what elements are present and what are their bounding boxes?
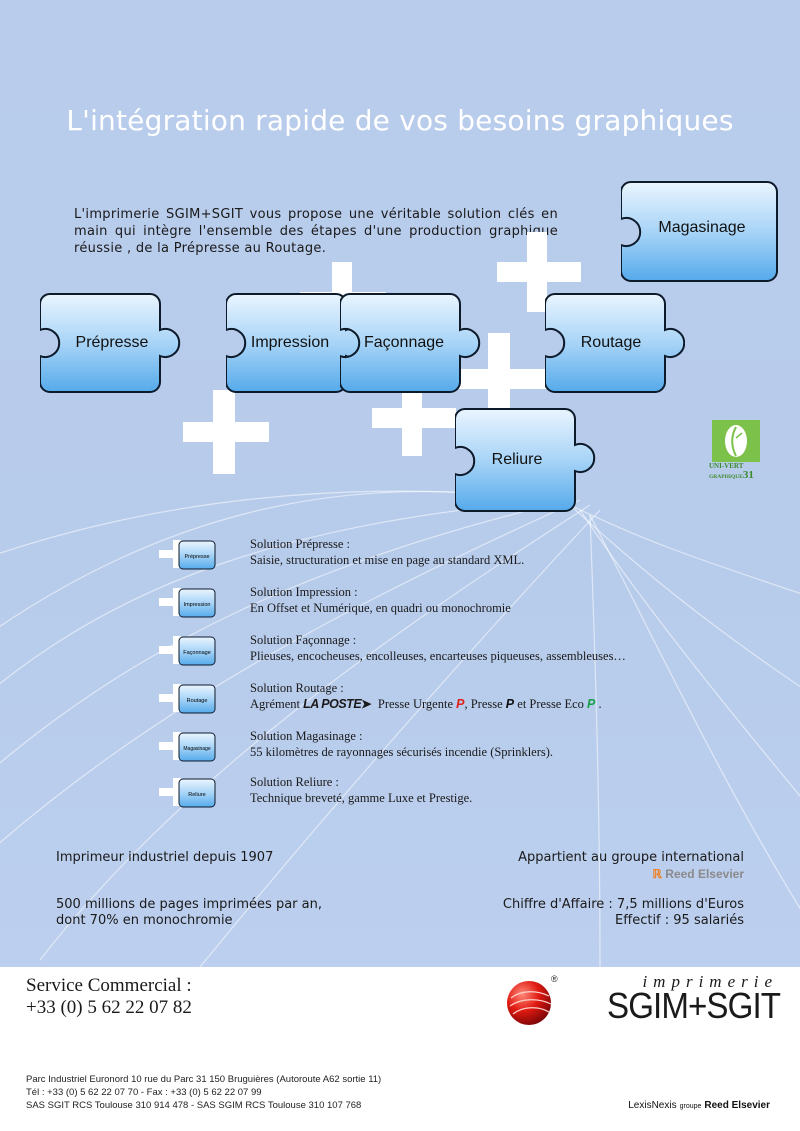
service-label: Service Commercial :	[26, 975, 192, 996]
footer-address: Parc Industriel Euronord 10 rue du Parc …	[26, 1073, 381, 1112]
plus-icon	[183, 390, 269, 474]
footer-line3: SAS SGIT RCS Toulouse 310 914 478 - SAS …	[26, 1100, 362, 1111]
svg-text:Prépresse: Prépresse	[184, 554, 209, 560]
presse-icon: P	[505, 697, 515, 711]
logo-imprimerie: imprimerie	[642, 972, 778, 991]
puzzle-magasinage-label: Magasinage	[658, 218, 746, 236]
stat-pages-line1: 500 millions de pages imprimées par an,	[56, 897, 322, 912]
puzzle-prepresse-label: Prépresse	[75, 334, 149, 351]
solution-title: Solution Routage :	[250, 681, 344, 695]
page-title: L'intégration rapide de vos besoins grap…	[66, 104, 734, 137]
presse-eco-icon: P	[587, 697, 596, 711]
univert-badge: UNI-VERT GRAPHIQUE31	[709, 418, 763, 482]
intro-paragraph: L'imprimerie SGIM+SGIT vous propose une …	[74, 207, 558, 256]
solution-desc: Agrément LA POSTE➤ Presse Urgente P, Pre…	[250, 697, 602, 711]
stat-since: Imprimeur industriel depuis 1907	[56, 850, 274, 865]
svg-text:Façonnage: Façonnage	[183, 650, 211, 656]
decorative-curves	[0, 0, 800, 967]
svg-text:Impression: Impression	[184, 602, 211, 608]
mini-puzzle-reliure: Reliure	[157, 776, 217, 810]
solution-title: Solution Reliure :	[250, 775, 339, 789]
badge-line1: UNI-VERT	[709, 462, 744, 470]
solution-desc: En Offset et Numérique, en quadri ou mon…	[250, 601, 511, 615]
solution-desc: Saisie, structuration et mise en page au…	[250, 553, 525, 567]
stat-pages: 500 millions de pages imprimées par an, …	[56, 897, 322, 929]
footer-line1: Parc Industriel Euronord 10 rue du Parc …	[26, 1074, 382, 1085]
logo-sgim-sgit: SGIM+SGIT	[606, 985, 781, 1026]
solution-routage: Solution Routage : Agrément LA POSTE➤ Pre…	[250, 680, 602, 712]
laposte-logo: LA POSTE	[303, 697, 362, 711]
puzzle-faconnage-label: Façonnage	[363, 334, 445, 351]
stat-effectif: Effectif : 95 salariés	[615, 913, 744, 928]
plus-icon	[458, 333, 548, 423]
solution-prepresse: Solution Prépresse : Saisie, structuratio…	[250, 536, 524, 568]
svg-text:Reliure: Reliure	[188, 792, 205, 798]
registered-mark: ®	[551, 974, 558, 984]
stat-group-text: Appartient au groupe international	[518, 850, 744, 865]
puzzle-routage: Routage	[545, 293, 685, 393]
mini-puzzle-impression: Impression	[157, 586, 217, 620]
leaf-logo-icon	[712, 420, 760, 462]
solution-impression: Solution Impression : En Offset et Numéri…	[250, 584, 511, 616]
badge-line2: GRAPHIQUE	[709, 474, 743, 480]
puzzle-routage-label: Routage	[580, 334, 642, 351]
stat-finance: Chiffre d'Affaire : 7,5 millions d'Euros…	[503, 897, 744, 929]
mini-puzzle-routage: Routage	[157, 682, 217, 716]
stat-group: Appartient au groupe international ℝ Ree…	[518, 850, 744, 883]
plus-icon	[497, 232, 581, 312]
service-phone[interactable]: +33 (0) 5 62 22 07 82	[26, 997, 192, 1018]
service-commercial: Service Commercial : +33 (0) 5 62 22 07 …	[26, 975, 192, 1019]
solution-faconnage: Solution Façonnage : Plieuses, encocheuse…	[250, 632, 626, 664]
solution-title: Solution Prépresse :	[250, 537, 350, 551]
puzzle-reliure-label: Reliure	[491, 451, 543, 468]
solution-desc: Technique breveté, gamme Luxe et Prestig…	[250, 791, 473, 805]
solution-title: Solution Magasinage :	[250, 729, 363, 743]
footer-line2: Tél : +33 (0) 5 62 22 07 70 - Fax : +33 …	[26, 1087, 262, 1098]
presse-urgente-icon: P	[456, 697, 465, 711]
puzzle-reliure: Reliure	[455, 408, 603, 512]
reed-elsevier-logo: ℝ Reed Elsevier	[652, 867, 744, 881]
svg-text:Routage: Routage	[187, 698, 208, 704]
solution-title: Solution Façonnage :	[250, 633, 357, 647]
blue-background	[0, 0, 800, 967]
mini-puzzle-faconnage: Façonnage	[157, 634, 217, 668]
solution-reliure: Solution Reliure : Technique breveté, gam…	[250, 774, 472, 806]
solution-desc: 55 kilomètres de rayonnages sécurisés in…	[250, 745, 554, 759]
mini-puzzle-prepresse: Prépresse	[157, 538, 217, 572]
svg-text:Magasinage: Magasinage	[183, 746, 210, 752]
red-sphere-icon	[507, 981, 552, 1025]
stat-pages-line2: dont 70% en monochromie	[56, 913, 233, 928]
sgim-sgit-logo: ® imprimerie SGIM+SGIT	[505, 972, 781, 1026]
puzzle-impression: Impression	[226, 293, 366, 393]
stat-ca: Chiffre d'Affaire : 7,5 millions d'Euros	[502, 897, 744, 912]
solution-magasinage: Solution Magasinage : 55 kilomètres de ra…	[250, 728, 553, 760]
puzzle-faconnage: Façonnage	[340, 293, 484, 393]
plus-icon	[372, 380, 456, 456]
puzzle-prepresse: Prépresse	[40, 293, 184, 393]
puzzle-magasinage: Magasinage	[621, 181, 779, 282]
badge-number: 31	[742, 469, 754, 481]
solution-title: Solution Impression :	[250, 585, 358, 599]
puzzle-impression-label: Impression	[250, 334, 330, 351]
solution-desc: Plieuses, encocheuses, encolleuses, enca…	[250, 649, 626, 663]
mini-puzzle-magasinage: Magasinage	[157, 730, 217, 764]
